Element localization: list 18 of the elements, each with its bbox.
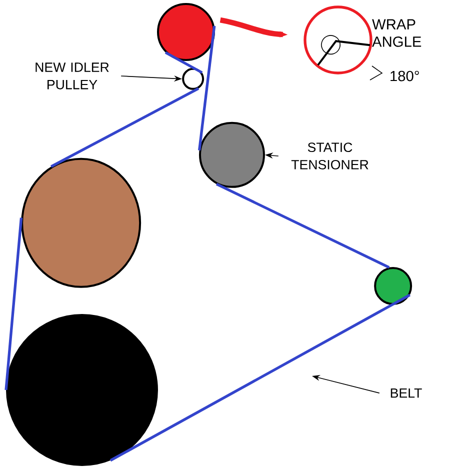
- belt: [50, 87, 200, 168]
- pulley: [6, 314, 158, 466]
- belt: [164, 51, 203, 74]
- belt: [4, 218, 23, 390]
- tensioner-pulley: [199, 122, 265, 188]
- pulley: [157, 3, 215, 61]
- label: 180°: [390, 70, 419, 82]
- tensioner-label: STATIC TENSIONER: [291, 142, 368, 170]
- belt-label: BELT: [390, 388, 422, 398]
- pulley: [374, 267, 412, 305]
- belt: [216, 182, 390, 269]
- belt: [110, 294, 410, 462]
- idler-pulley: [182, 68, 204, 90]
- angle-label: WRAP ANGLE: [372, 19, 422, 47]
- pulley: [21, 158, 142, 288]
- pulley-label: NEW IDLER PULLEY: [36, 62, 109, 90]
- wrap-angle-circle: [304, 6, 372, 74]
- belt: [198, 26, 216, 150]
